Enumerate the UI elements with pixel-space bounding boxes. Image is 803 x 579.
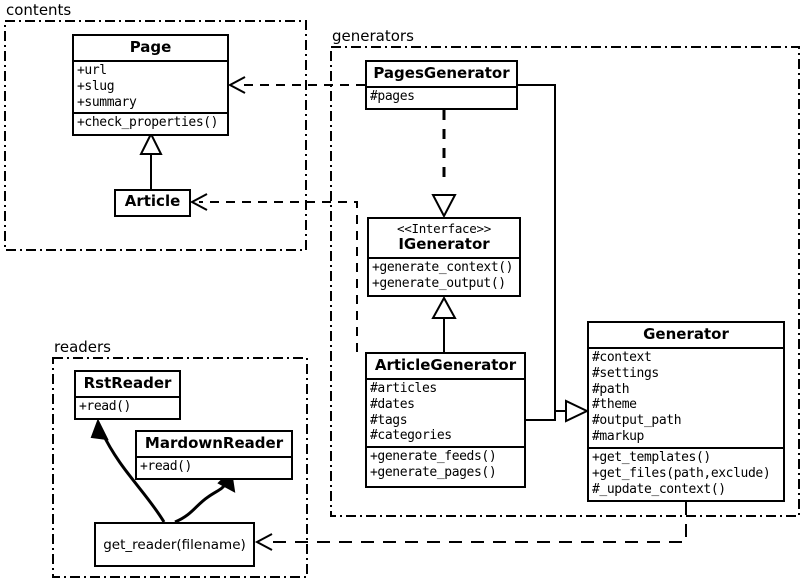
class-box-mardown-reader[interactable]: MardownReader +read() [135, 430, 293, 480]
edge-pagesgenerator-uses-page [227, 76, 365, 94]
attribute-item: +url [77, 62, 107, 78]
class-name-generator: Generator [643, 325, 729, 343]
operation-item: +read() [140, 458, 192, 474]
class-box-article[interactable]: Article [114, 189, 191, 217]
attribute-item: #categories [370, 428, 452, 444]
class-box-page[interactable]: Page +url +slug +summary +check_properti… [72, 34, 229, 136]
operation-item: +get_templates() [592, 449, 711, 465]
operation-item: #_update_context() [592, 481, 726, 497]
attribute-item: #pages [370, 88, 415, 104]
class-attributes-page: +url +slug +summary [74, 59, 227, 113]
class-name-mardown-reader: MardownReader [144, 434, 284, 452]
class-operations-mardown-reader: +read() [137, 455, 291, 477]
class-operations-rst-reader: +read() [76, 395, 179, 417]
class-attributes-pages-generator: #pages [367, 85, 516, 107]
class-operations-article-generator: +generate_feeds() +generate_pages() [367, 446, 524, 483]
class-name-rst-reader: RstReader [83, 374, 172, 392]
class-operations-generator: +get_templates() +get_files(path,exclude… [589, 446, 783, 500]
class-name-page: Page [129, 38, 172, 56]
class-attributes-generator: #context #settings #path #theme #output_… [589, 346, 783, 447]
operation-item: +generate_context() [372, 260, 514, 276]
edge-articlegenerator-uses-article [189, 193, 358, 352]
edge-generator-uses-get-reader [254, 502, 687, 551]
function-label-get-reader: get_reader(filename) [103, 536, 246, 553]
attribute-item: #output_path [592, 413, 682, 429]
package-label-generators: generators [332, 27, 414, 45]
edge-article-inherits-page [139, 131, 163, 189]
operation-item: +generate_pages() [370, 465, 497, 481]
class-name-article-generator: ArticleGenerator [374, 356, 517, 374]
class-operations-igenerator: +generate_context() +generate_output() [369, 257, 519, 294]
operation-item: +read() [79, 398, 131, 414]
class-box-generator[interactable]: Generator #context #settings #path #them… [587, 321, 785, 502]
package-label-contents: contents [6, 1, 72, 19]
attribute-item: #markup [592, 429, 644, 445]
edge-articlegenerator-extends-generator [526, 399, 590, 423]
class-stereotype-igenerator: <<Interface>> [397, 221, 491, 236]
attribute-item: #settings [592, 365, 659, 381]
attribute-item: +summary [77, 94, 137, 110]
class-box-igenerator[interactable]: <<Interface>> IGenerator +generate_conte… [367, 217, 521, 297]
operation-item: +check_properties() [77, 115, 219, 131]
package-label-readers: readers [54, 338, 111, 356]
class-box-article-generator[interactable]: ArticleGenerator #articles #dates #tags … [365, 352, 526, 488]
class-operations-page: +check_properties() [74, 112, 227, 133]
attribute-item: #theme [592, 397, 637, 413]
class-attributes-article-generator: #articles #dates #tags #categories [367, 377, 524, 446]
attribute-item: #tags [370, 412, 408, 428]
class-name-article: Article [124, 192, 181, 210]
attribute-item: #articles [370, 380, 437, 396]
attribute-item: #context [592, 349, 652, 365]
edge-articlegenerator-implements-igenerator [431, 295, 457, 352]
attribute-item: #dates [370, 396, 415, 412]
function-box-get-reader[interactable]: get_reader(filename) [94, 522, 255, 567]
class-name-igenerator: <<Interface>> IGenerator [369, 219, 519, 257]
class-box-pages-generator[interactable]: PagesGenerator #pages [365, 60, 518, 110]
operation-item: +generate_output() [372, 276, 506, 292]
edge-pagesgenerator-implements-igenerator [431, 110, 457, 219]
class-name-pages-generator: PagesGenerator [373, 64, 510, 82]
operation-item: +get_files(path,exclude) [592, 465, 771, 481]
operation-item: +generate_feeds() [370, 449, 497, 465]
attribute-item: #path [592, 381, 630, 397]
class-box-rst-reader[interactable]: RstReader +read() [74, 370, 181, 420]
class-title-igenerator: IGenerator [398, 235, 490, 254]
attribute-item: +slug [77, 78, 115, 94]
